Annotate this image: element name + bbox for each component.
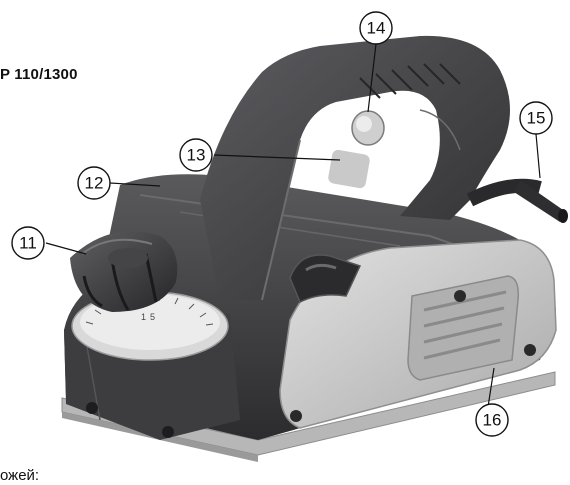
front-knob	[70, 231, 178, 312]
callout-15: 15	[519, 101, 553, 135]
callout-12: 12	[77, 166, 111, 200]
callout-16-label: 16	[483, 411, 502, 430]
dial-mark-1: 1	[141, 312, 146, 322]
leader-15	[535, 133, 541, 179]
chip-ejector	[289, 254, 362, 304]
callout-11: 11	[11, 226, 45, 260]
power-cord	[466, 178, 568, 223]
callout-14-label: 14	[367, 19, 386, 38]
callout-12-label: 12	[85, 174, 104, 193]
callout-14: 14	[359, 11, 393, 45]
callout-11-label: 11	[19, 234, 37, 253]
leader-12	[109, 182, 161, 187]
callout-13: 13	[179, 138, 213, 172]
leader-11	[45, 242, 87, 255]
leader-14	[367, 43, 377, 113]
callout-15-label: 15	[527, 109, 546, 128]
footer-text: ожей:	[0, 467, 40, 484]
model-label: P 110/1300	[0, 66, 78, 83]
callout-13-label: 13	[187, 146, 206, 165]
leader-13	[213, 154, 341, 161]
dial-mark-5: 5	[150, 312, 155, 322]
callout-16: 16	[475, 403, 509, 437]
lock-button	[351, 110, 385, 146]
trigger-guard	[328, 149, 370, 189]
